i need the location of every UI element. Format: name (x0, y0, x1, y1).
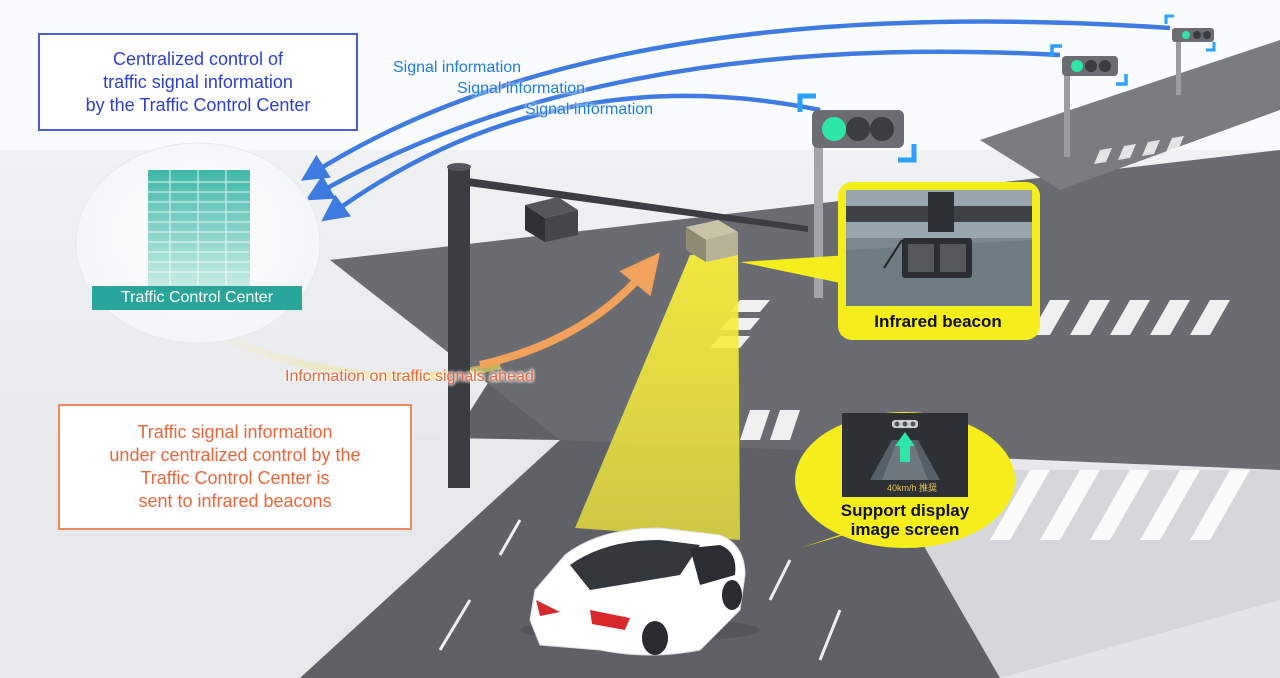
building-icon (148, 170, 250, 288)
sent-to-beacons-box: Traffic signal information under central… (58, 404, 412, 530)
traffic-control-center-label: Traffic Control Center (92, 286, 302, 310)
centralized-line-2: traffic signal information (40, 71, 356, 94)
sent-line-2: under centralized control by the (60, 444, 410, 467)
screen-caption: 40km/h 推奨 (860, 481, 964, 494)
signal-info-label-2: Signal information (457, 80, 585, 98)
sent-line-1: Traffic signal information (60, 421, 410, 444)
info-ahead-label: Information on traffic signals ahead (285, 368, 534, 386)
centralized-line-3: by the Traffic Control Center (40, 94, 356, 117)
signal-info-label-1: Signal information (393, 59, 521, 77)
centralized-line-1: Centralized control of (40, 48, 356, 71)
support-display-label: Support display image screen (820, 501, 990, 539)
support-line-2: image screen (820, 520, 990, 539)
sent-line-3: Traffic Control Center is (60, 467, 410, 490)
signal-info-label-3: Signal information (525, 101, 653, 119)
support-line-1: Support display (820, 501, 990, 520)
centralized-control-box: Centralized control of traffic signal in… (38, 33, 358, 131)
sent-line-4: sent to infrared beacons (60, 490, 410, 513)
infrared-beacon-label: Infrared beacon (846, 310, 1030, 334)
